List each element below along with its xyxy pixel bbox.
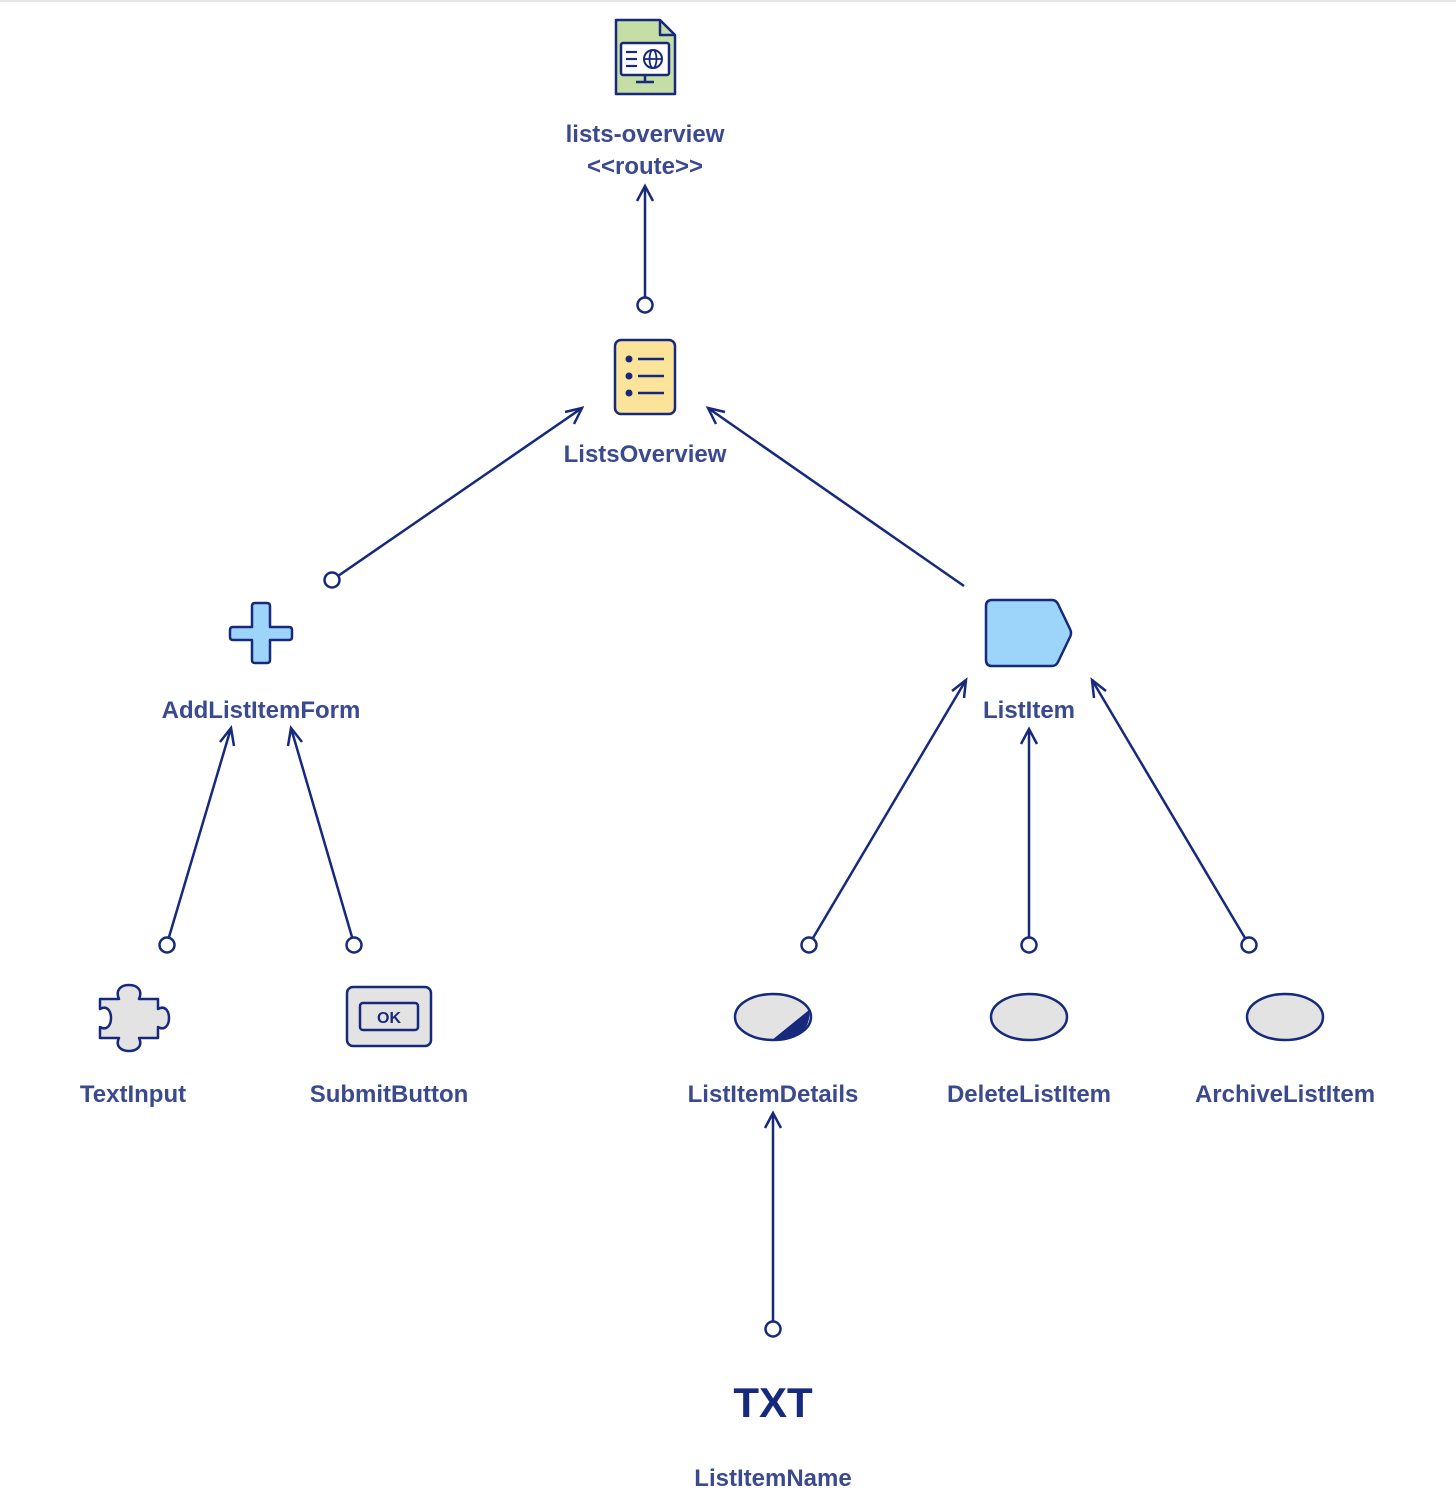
- route-stereotype-label: <<route>>: [587, 153, 703, 180]
- webpage-document-icon: [614, 18, 677, 96]
- edge-submitbutton-to-addlistitemform: [286, 725, 363, 954]
- node-archive-list-item[interactable]: ArchiveListItem: [1195, 992, 1375, 1108]
- list-document-icon: [613, 338, 677, 416]
- node-submit-button[interactable]: OK SubmitButton: [310, 985, 469, 1108]
- edge-listitemdetails-to-listitem: [800, 677, 968, 954]
- node-lists-overview[interactable]: ListsOverview: [564, 338, 727, 468]
- ok-button-icon: OK: [345, 985, 433, 1048]
- edge-archivelistitem-to-listitem: [1090, 677, 1258, 954]
- ok-button-text: OK: [377, 1010, 401, 1027]
- add-list-item-form-label: AddListItemForm: [162, 697, 361, 724]
- edge-listitemname-to-listitemdetails: [763, 1110, 783, 1338]
- delete-list-item-label: DeleteListItem: [947, 1081, 1111, 1108]
- tag-shape-icon: [984, 598, 1073, 668]
- text-icon: TXT: [733, 1379, 813, 1426]
- node-lists-overview-route[interactable]: lists-overview <<route>>: [566, 18, 725, 180]
- node-list-item-name[interactable]: TXT ListItemName: [694, 1379, 851, 1492]
- edge-addlistitemform-to-listsoverview: [323, 406, 585, 589]
- ellipse-icon: [989, 992, 1069, 1042]
- puzzle-piece-icon: [98, 983, 171, 1053]
- edge-listitem-to-listsoverview: [705, 406, 965, 588]
- ellipse-icon: [1245, 992, 1325, 1042]
- plus-icon: [228, 601, 294, 665]
- node-list-item[interactable]: ListItem: [983, 598, 1075, 724]
- node-delete-list-item[interactable]: DeleteListItem: [947, 992, 1111, 1108]
- ellipse-partial-icon: [733, 992, 813, 1042]
- list-item-name-label: ListItemName: [694, 1465, 851, 1492]
- submit-button-label: SubmitButton: [310, 1081, 469, 1108]
- list-item-details-label: ListItemDetails: [688, 1081, 859, 1108]
- top-border: [0, 0, 1456, 2]
- route-name-label: lists-overview: [566, 121, 725, 148]
- node-text-input[interactable]: TextInput: [80, 983, 186, 1108]
- edge-listsoverview-to-route: [635, 183, 655, 314]
- node-list-item-details[interactable]: ListItemDetails: [688, 992, 859, 1108]
- lists-overview-label: ListsOverview: [564, 441, 727, 468]
- list-item-label: ListItem: [983, 697, 1075, 724]
- node-add-list-item-form[interactable]: AddListItemForm: [162, 601, 361, 724]
- archive-list-item-label: ArchiveListItem: [1195, 1081, 1375, 1108]
- text-input-label: TextInput: [80, 1081, 186, 1108]
- edge-deletelistitem-to-listitem: [1019, 726, 1039, 954]
- edge-textinput-to-addlistitemform: [158, 725, 236, 954]
